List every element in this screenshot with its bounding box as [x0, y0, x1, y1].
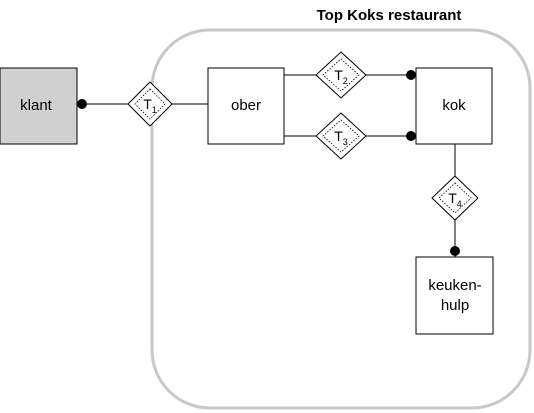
executor-dot-t2 — [406, 70, 416, 80]
actor-keukenhulp-label-line1: keuken- — [428, 277, 481, 294]
executor-dot-t3 — [406, 131, 416, 141]
t4-inner-diamond-icon — [438, 182, 472, 214]
t4-letter: T — [448, 190, 457, 206]
t1-index: 1 — [152, 105, 157, 115]
actor-kok-box — [415, 67, 493, 145]
actor-ober-box — [207, 67, 285, 145]
executor-dot-t4 — [450, 246, 460, 256]
system-boundary — [150, 28, 532, 410]
t3-letter: T — [334, 128, 343, 144]
actor-keukenhulp-box — [415, 256, 494, 335]
t4-label: T4 — [448, 190, 462, 209]
t4-index: 4 — [457, 199, 462, 209]
transaction-t3: T3 — [315, 112, 367, 160]
t2-label: T2 — [334, 67, 348, 86]
t1-inner-diamond-icon — [134, 88, 166, 120]
transaction-t2: T2 — [315, 51, 367, 99]
t1-label: T1 — [143, 96, 157, 115]
transaction-t4: T4 — [431, 175, 479, 221]
executor-dot-t1 — [77, 99, 87, 109]
actor-ober-label: ober — [231, 97, 261, 114]
actor-kok-label: kok — [442, 97, 466, 114]
transaction-t1: T1 — [127, 81, 173, 127]
t3-label: T3 — [334, 128, 348, 147]
t2-letter: T — [334, 67, 343, 83]
diagram-title: Top Koks restaurant — [317, 7, 462, 24]
t2-inner-diamond-icon — [322, 58, 360, 92]
t2-index: 2 — [343, 76, 348, 86]
actor-keukenhulp-label-line2: hulp — [441, 297, 469, 314]
actor-klant-label: klant — [20, 97, 53, 114]
actor-klant-box — [0, 67, 78, 145]
t3-inner-diamond-icon — [322, 119, 360, 153]
t3-index: 3 — [343, 137, 348, 147]
t1-letter: T — [143, 96, 152, 112]
